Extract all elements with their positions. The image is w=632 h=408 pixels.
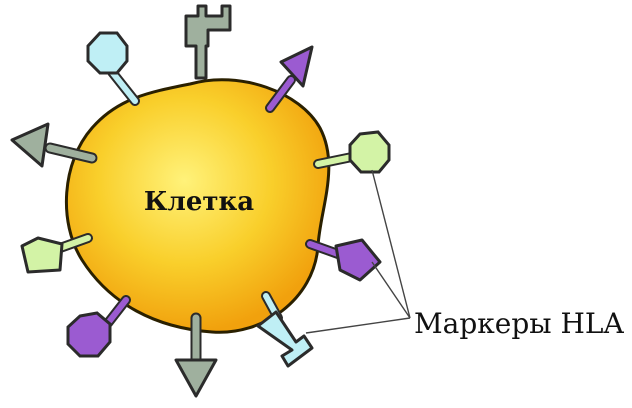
marker-cyan-octagon	[88, 33, 135, 101]
cell-label: Клетка	[144, 187, 254, 217]
marker-purple-pentagon	[310, 240, 380, 280]
markers-label: Маркеры HLA	[414, 307, 624, 340]
marker-purple-octagon	[68, 300, 126, 356]
marker-gray-receptor	[186, 6, 230, 78]
